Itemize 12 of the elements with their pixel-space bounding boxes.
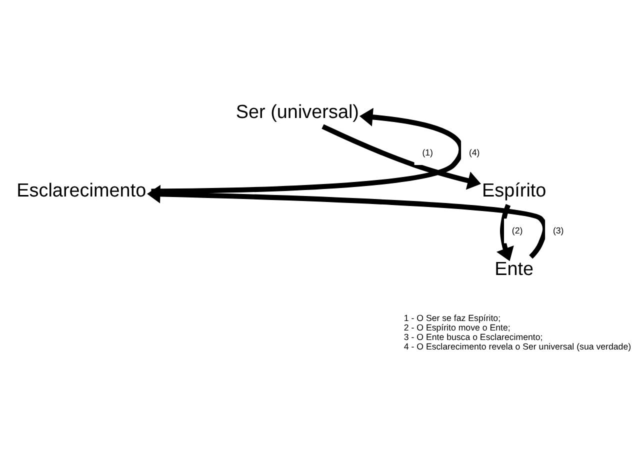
edge-label: (2) [512,226,523,236]
label: 3 - O Ente busca o Esclarecimento; [404,332,543,342]
edge-label: (3) [552,226,564,236]
edge-label: (4) [468,147,480,158]
node-text: Ente [494,258,534,280]
label: 4 - O Esclarecimento revela o Ser universal (sua verdade) [404,342,632,352]
label: 1 - O Ser se faz Espírito; [404,313,501,324]
label: 2 - O Espírito move o Ente; [404,322,510,333]
node-text: Ser (universal) [236,102,360,124]
node-text: Espírito [482,180,546,202]
node-text: Esclarecimento [16,180,146,202]
edge-label: (1) [422,147,433,158]
